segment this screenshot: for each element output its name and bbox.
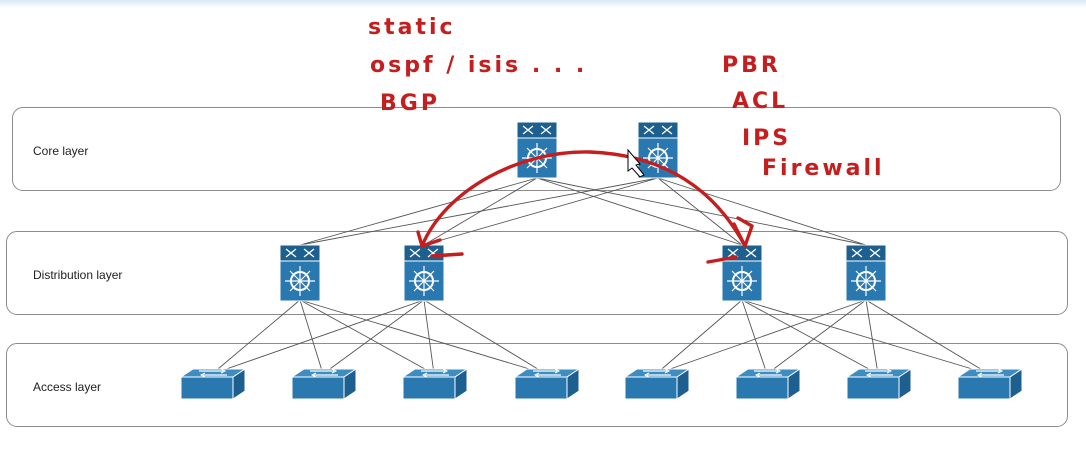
distribution-access-links bbox=[211, 299, 990, 375]
annotation-left-line-2: ospf / isis . . . bbox=[370, 53, 587, 78]
annotation-right-line-2: ACL bbox=[732, 89, 788, 114]
core-switch-1-icon bbox=[516, 121, 558, 179]
mouse-cursor-icon bbox=[627, 148, 645, 178]
annotation-left-line-3: BGP bbox=[380, 91, 440, 116]
access-switch-8-icon bbox=[957, 368, 1023, 400]
access-switch-4-icon bbox=[514, 368, 580, 400]
core-switch-2-icon bbox=[637, 121, 679, 179]
distribution-layer-box: Distribution layer bbox=[6, 231, 1068, 315]
access-switch-1-icon bbox=[180, 368, 246, 400]
annotation-right-line-3: IPS bbox=[742, 126, 791, 151]
annotation-right-line-4: Firewall bbox=[762, 156, 885, 181]
access-switch-2-icon bbox=[291, 368, 357, 400]
handwritten-annotations-left: static ospf / isis . . . BGP bbox=[368, 15, 587, 116]
annotation-right-line-1: PBR bbox=[722, 53, 781, 78]
distribution-switch-1-icon bbox=[279, 244, 321, 302]
core-distribution-links bbox=[299, 177, 867, 246]
access-layer-label: Access layer bbox=[33, 380, 102, 394]
window-top-bar bbox=[0, 0, 1086, 8]
distribution-switch-3-icon bbox=[721, 244, 763, 302]
annotation-left-line-1: static bbox=[368, 15, 456, 40]
access-switch-7-icon bbox=[846, 368, 912, 400]
access-switch-6-icon bbox=[735, 368, 801, 400]
handdrawn-arrow-annotation bbox=[416, 150, 754, 264]
access-switch-5-icon bbox=[624, 368, 690, 400]
distribution-switch-4-icon bbox=[845, 244, 887, 302]
core-layer-label: Core layer bbox=[33, 144, 89, 158]
distribution-layer-label: Distribution layer bbox=[33, 268, 123, 282]
distribution-switch-2-icon bbox=[403, 244, 445, 302]
handwritten-annotations-right: PBR ACL IPS Firewall bbox=[722, 53, 885, 181]
access-switch-3-icon bbox=[402, 368, 468, 400]
